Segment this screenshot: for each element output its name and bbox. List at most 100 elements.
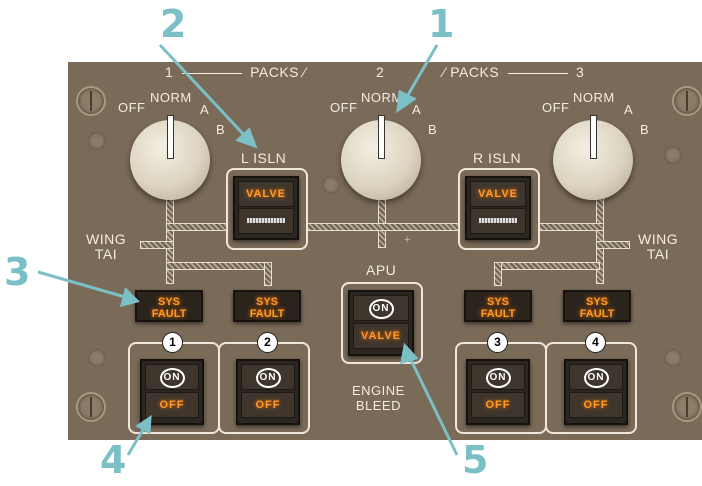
duct	[140, 241, 174, 249]
rivet	[664, 349, 682, 367]
pack-2-b-label: B	[428, 122, 438, 137]
wing-tai-left-label: WING TAI	[86, 232, 126, 262]
callout-3-arrowhead	[119, 287, 140, 308]
duct	[166, 223, 604, 231]
engine-4-number: 4	[585, 332, 606, 353]
engine-2-on-light: ON	[255, 368, 281, 388]
packs-header-left: 1 PACKS ⁄	[165, 64, 307, 80]
engine-3-on-light: ON	[485, 368, 511, 388]
knob-pointer	[167, 115, 174, 159]
engine-3-off-light: OFF	[471, 392, 525, 418]
rivet	[88, 349, 106, 367]
packs-header-right: ⁄ PACKS 3	[443, 64, 585, 80]
duct	[596, 241, 630, 249]
apu-valve-light: VALVE	[353, 323, 409, 349]
apu-on-cell: ON	[353, 295, 409, 321]
engine-bleed-1-switch[interactable]: ON OFF	[140, 359, 204, 425]
l-isln-valve-light: VALVE	[238, 181, 294, 207]
engine-4-off-light: OFF	[569, 392, 623, 418]
screw-top-right	[672, 86, 702, 116]
callout-5-arrowhead	[400, 342, 419, 365]
callout-1: 1	[428, 2, 455, 46]
pack-1-selector-knob[interactable]	[130, 115, 210, 200]
duct	[494, 262, 502, 286]
crosshair-mark: +	[404, 234, 411, 246]
engine-4-on-cell: ON	[569, 364, 623, 390]
engine-bleed-label: ENGINE BLEED	[352, 383, 405, 413]
rivet	[88, 132, 106, 150]
packs-label: PACKS	[250, 64, 300, 80]
callout-4-arrowhead	[135, 415, 152, 435]
pack-3-a-label: A	[624, 102, 634, 117]
callout-5: 5	[462, 438, 489, 482]
callout-1-arrow	[403, 44, 439, 101]
engine-3-on-cell: ON	[471, 364, 525, 390]
engine-1-number: 1	[162, 332, 183, 353]
pack-3-selector-knob[interactable]	[553, 115, 633, 200]
knob-pointer	[378, 115, 385, 159]
engine-2-number: 2	[257, 332, 278, 353]
pack-3-b-label: B	[640, 122, 650, 137]
pack-2-off-label: OFF	[330, 100, 358, 115]
r-isln-valve-light: VALVE	[470, 181, 526, 207]
l-isln-label: L ISLN	[241, 150, 287, 166]
screw-bottom-left	[76, 392, 106, 422]
apu-on-light: ON	[368, 299, 394, 319]
apu-label: APU	[366, 262, 397, 278]
rivet	[664, 146, 682, 164]
callout-2-arrow	[158, 43, 247, 138]
screw-bottom-right	[672, 392, 702, 422]
callout-4: 4	[100, 438, 127, 482]
callout-5-arrow	[408, 357, 459, 456]
callout-1-arrowhead	[396, 89, 417, 114]
tai-label: TAI	[646, 246, 670, 262]
pack-1-a-label: A	[200, 102, 210, 117]
engine-bleed-4-switch[interactable]: ON OFF	[564, 359, 628, 425]
engine-bleed-3-switch[interactable]: ON OFF	[466, 359, 530, 425]
pack-2-number: 2	[376, 64, 385, 80]
l-isln-lower-cell	[238, 208, 294, 234]
l-isln-switch[interactable]: VALVE	[233, 176, 299, 240]
engine-bleed-2-switch[interactable]: ON OFF	[236, 359, 300, 425]
r-isln-lower-cell	[470, 208, 526, 234]
pack-2-norm-label: NORM	[361, 90, 403, 105]
wing-label: WING	[638, 231, 679, 247]
wing-label: WING	[86, 231, 127, 247]
engine-1-off-light: OFF	[145, 392, 199, 418]
engine-1-on-light: ON	[159, 368, 185, 388]
pack-1-norm-label: NORM	[150, 90, 192, 105]
engine-4-on-light: ON	[583, 368, 609, 388]
engine-2-on-cell: ON	[241, 364, 295, 390]
tai-label: TAI	[94, 246, 118, 262]
callout-2: 2	[160, 2, 187, 46]
engine-1-on-cell: ON	[145, 364, 199, 390]
screw-top-left	[76, 86, 106, 116]
pack-1-off-label: OFF	[118, 100, 146, 115]
duct	[264, 262, 272, 286]
r-isln-switch[interactable]: VALVE	[465, 176, 531, 240]
apu-frame	[341, 282, 423, 364]
engine-2-off-light: OFF	[241, 392, 295, 418]
pack-3-norm-label: NORM	[573, 90, 615, 105]
callout-2-arrowhead	[235, 127, 258, 149]
apu-bleed-switch[interactable]: ON VALVE	[348, 290, 414, 356]
rivet	[322, 176, 340, 194]
pack-2-a-label: A	[412, 102, 422, 117]
pack-1-b-label: B	[216, 122, 226, 137]
pack-3-off-label: OFF	[542, 100, 570, 115]
pack-1-number: 1	[165, 64, 174, 80]
packs-label: PACKS	[450, 64, 500, 80]
knob-pointer	[590, 115, 597, 159]
r-isln-label: R ISLN	[473, 150, 522, 166]
pack-2-selector-knob[interactable]	[341, 115, 421, 200]
callout-4-arrow	[126, 427, 146, 456]
wing-tai-right-label: WING TAI	[638, 232, 678, 262]
callout-3: 3	[4, 250, 31, 294]
callout-3-arrow	[37, 270, 126, 299]
pack-3-number: 3	[575, 64, 585, 80]
